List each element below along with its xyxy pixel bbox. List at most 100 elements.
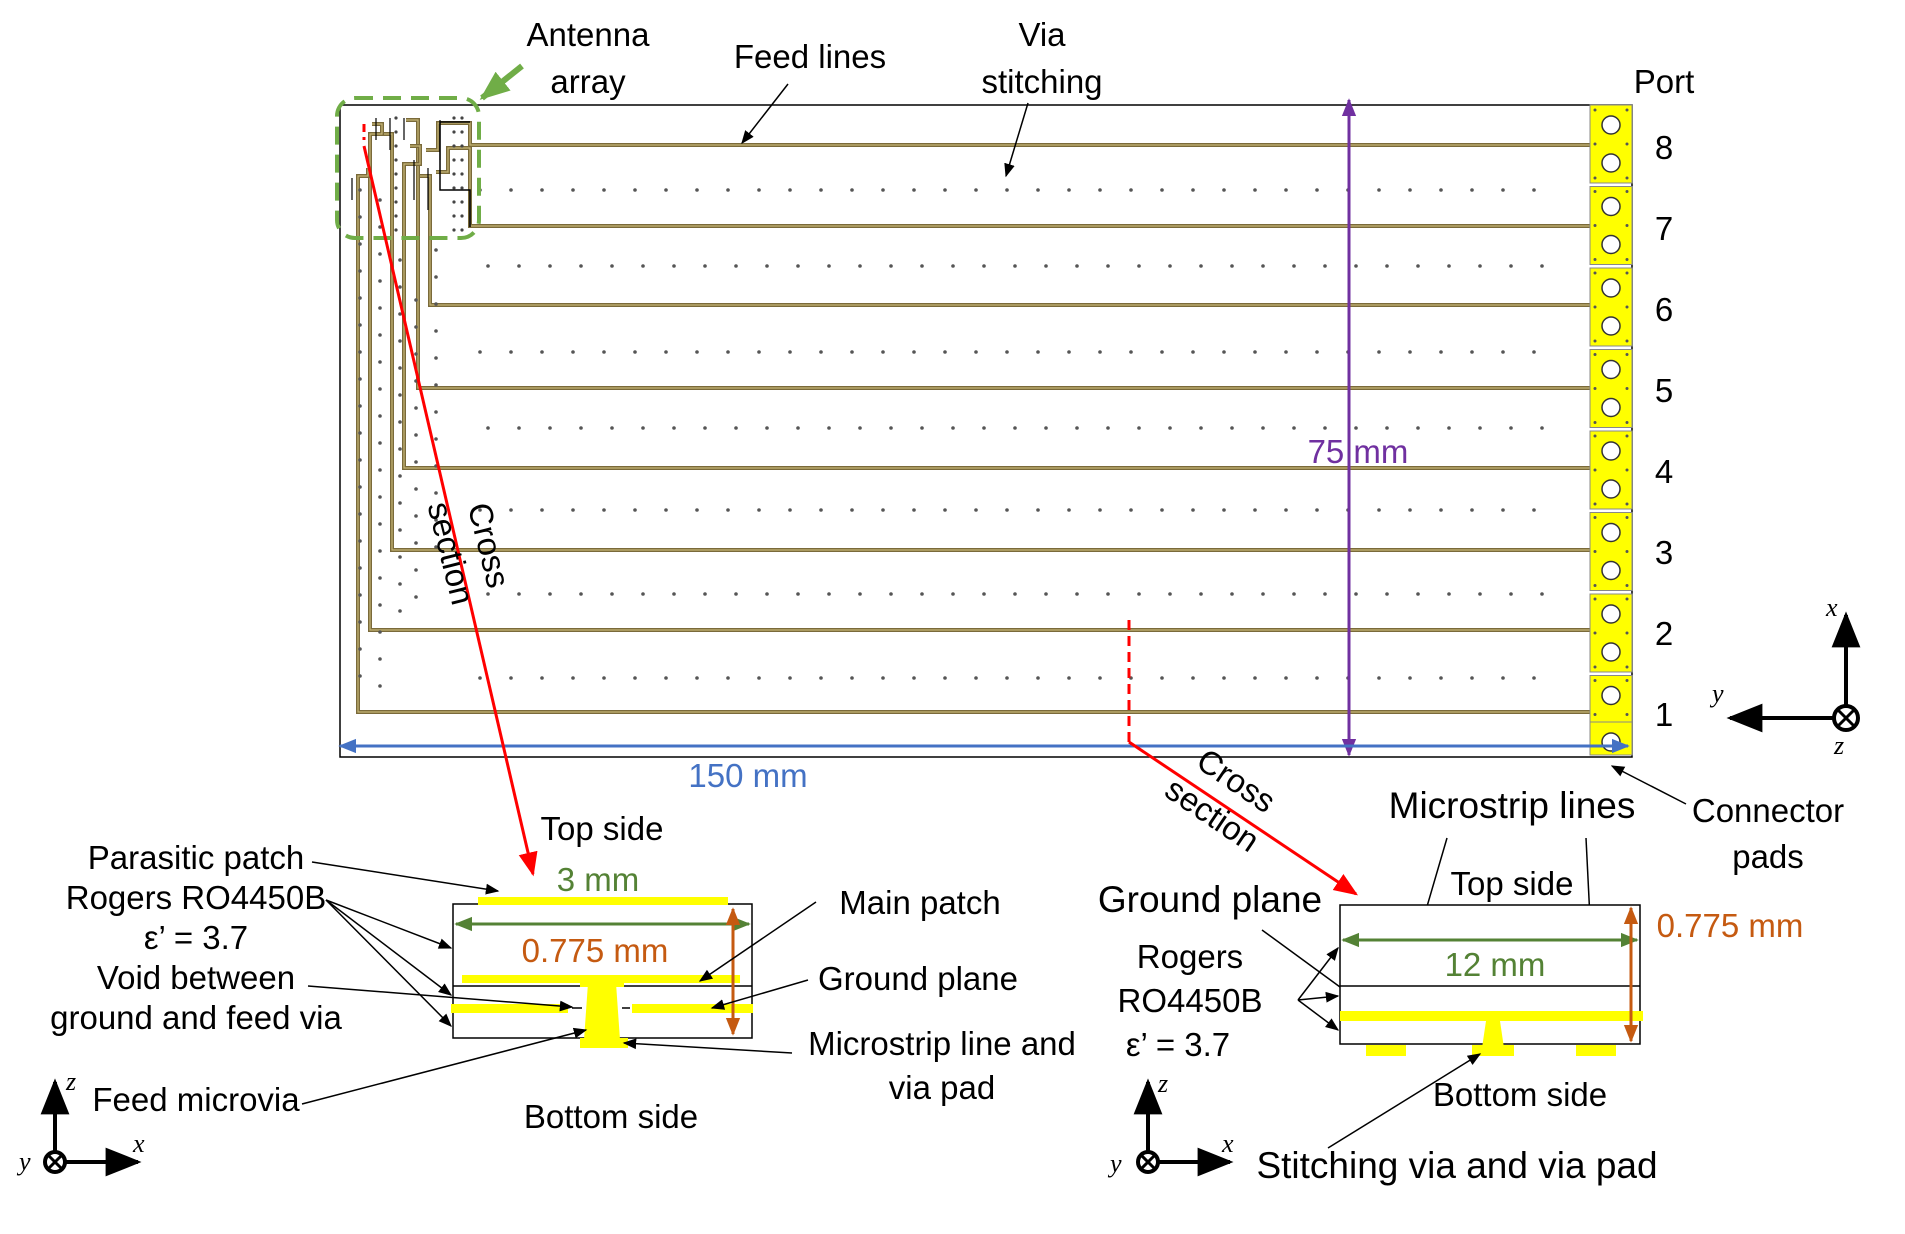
antenna-via (394, 116, 398, 120)
right-ground-plane (1340, 1011, 1643, 1021)
stitching-via (398, 582, 402, 586)
stitching-via (1044, 592, 1048, 596)
stitching-via (1222, 350, 1226, 354)
stitching-via (571, 188, 575, 192)
stitching-via (695, 508, 699, 512)
connector-pad-via (1593, 502, 1597, 506)
stitching-via (579, 592, 583, 596)
stitching-via (912, 350, 916, 354)
stitching-via (398, 366, 402, 370)
connector-pad-via (1593, 224, 1597, 227)
stitching-via (881, 676, 885, 680)
stitching-via (734, 264, 738, 268)
stitching-via (1284, 350, 1288, 354)
axis-y-label-bl: y (16, 1147, 31, 1176)
stitching-via (850, 350, 854, 354)
left-substrate-label: Rogers RO4450B (66, 879, 326, 916)
stitching-via (1261, 264, 1265, 268)
connector-pad-via (1593, 258, 1597, 261)
feed-line-4-highlight (403, 145, 1590, 469)
stitching-via (517, 592, 521, 596)
stitching-via (478, 508, 482, 512)
stitching-via (579, 426, 583, 430)
connector-pad-via (1625, 502, 1629, 506)
microstrip-line-right (1576, 1045, 1616, 1056)
stitching-via (1013, 264, 1017, 268)
stitching-via (850, 188, 854, 192)
stitching-via (912, 188, 916, 192)
stitching-via (414, 325, 418, 329)
stitching-via (1160, 188, 1164, 192)
connector-pad-via (1593, 665, 1597, 669)
void-label-line1: Void between (97, 959, 295, 996)
stitching-via (358, 485, 362, 489)
antenna-via (452, 228, 456, 232)
port-number-6: 6 (1655, 291, 1673, 328)
stitching-via (398, 609, 402, 613)
stitching-via (378, 225, 382, 229)
stitching-via (881, 350, 885, 354)
stitching-via (1416, 426, 1420, 430)
stitching-via (602, 350, 606, 354)
stitching-via (414, 406, 418, 410)
stitching-via (434, 383, 438, 387)
port-number-1: 1 (1655, 696, 1673, 733)
stitching-via (1075, 592, 1079, 596)
connector-pad-via (1625, 679, 1629, 682)
stitching-via (548, 592, 552, 596)
stitching-via (602, 676, 606, 680)
stitching-via (1478, 592, 1482, 596)
connector-pad-via (1593, 305, 1597, 309)
stitching-via (358, 539, 362, 543)
stitching-via (664, 508, 668, 512)
stitching-via (1222, 676, 1226, 680)
stitching-via (571, 350, 575, 354)
feed-line-traces (351, 118, 1590, 714)
stitching-via (1447, 592, 1451, 596)
stitching-via (788, 188, 792, 192)
stitching-via (398, 555, 402, 559)
stitching-via (827, 592, 831, 596)
stitching-via (1439, 676, 1443, 680)
stitching-via (1098, 508, 1102, 512)
stitching-via (358, 458, 362, 462)
stitching-via (434, 329, 438, 333)
feed-line-1-highlight (357, 168, 1590, 713)
stitching-via (478, 676, 482, 680)
left-permittivity-label: ε’ = 3.7 (144, 919, 248, 956)
connector-pad-hole (1601, 732, 1621, 752)
port-label: Port (1634, 63, 1695, 100)
right-substrate-label-line2: RO4450B (1118, 982, 1263, 1019)
stitching-via (1377, 508, 1381, 512)
microstrip-lines-label: Microstrip lines (1389, 785, 1636, 826)
stitching-via (796, 592, 800, 596)
connector-pad-via (1593, 190, 1597, 193)
axes-bottom-center: z x y (1107, 1069, 1234, 1178)
right-thickness-dim-label: 0.775 mm (1657, 907, 1804, 944)
stitching-via (1377, 350, 1381, 354)
stitching-via (788, 350, 792, 354)
stitching-via (1385, 426, 1389, 430)
stitching-via (1222, 508, 1226, 512)
stitching-via (1199, 426, 1203, 430)
left-cross-section-arrow (362, 145, 538, 877)
connector-pad-via (1625, 271, 1629, 275)
stitching-via (633, 508, 637, 512)
stitching-via (414, 352, 418, 356)
left-cross-section: Top side 3 mm 0.775 mm Parasitic patch R… (16, 810, 1076, 1177)
stitching-via (1377, 676, 1381, 680)
stitching-via (788, 508, 792, 512)
feed-lines-pointer (741, 83, 789, 145)
antenna-via (460, 144, 464, 148)
stitching-via (414, 514, 418, 518)
stitching-via (672, 592, 676, 596)
stitching-via (1377, 188, 1381, 192)
stitching-via (1191, 188, 1195, 192)
left-top-side-label: Top side (541, 810, 664, 847)
connector-pad-via (1625, 468, 1629, 472)
stitching-via (358, 620, 362, 624)
stitching-via (378, 441, 382, 445)
stitching-via (726, 676, 730, 680)
stitching-via (1106, 426, 1110, 430)
antenna-via (452, 214, 456, 218)
